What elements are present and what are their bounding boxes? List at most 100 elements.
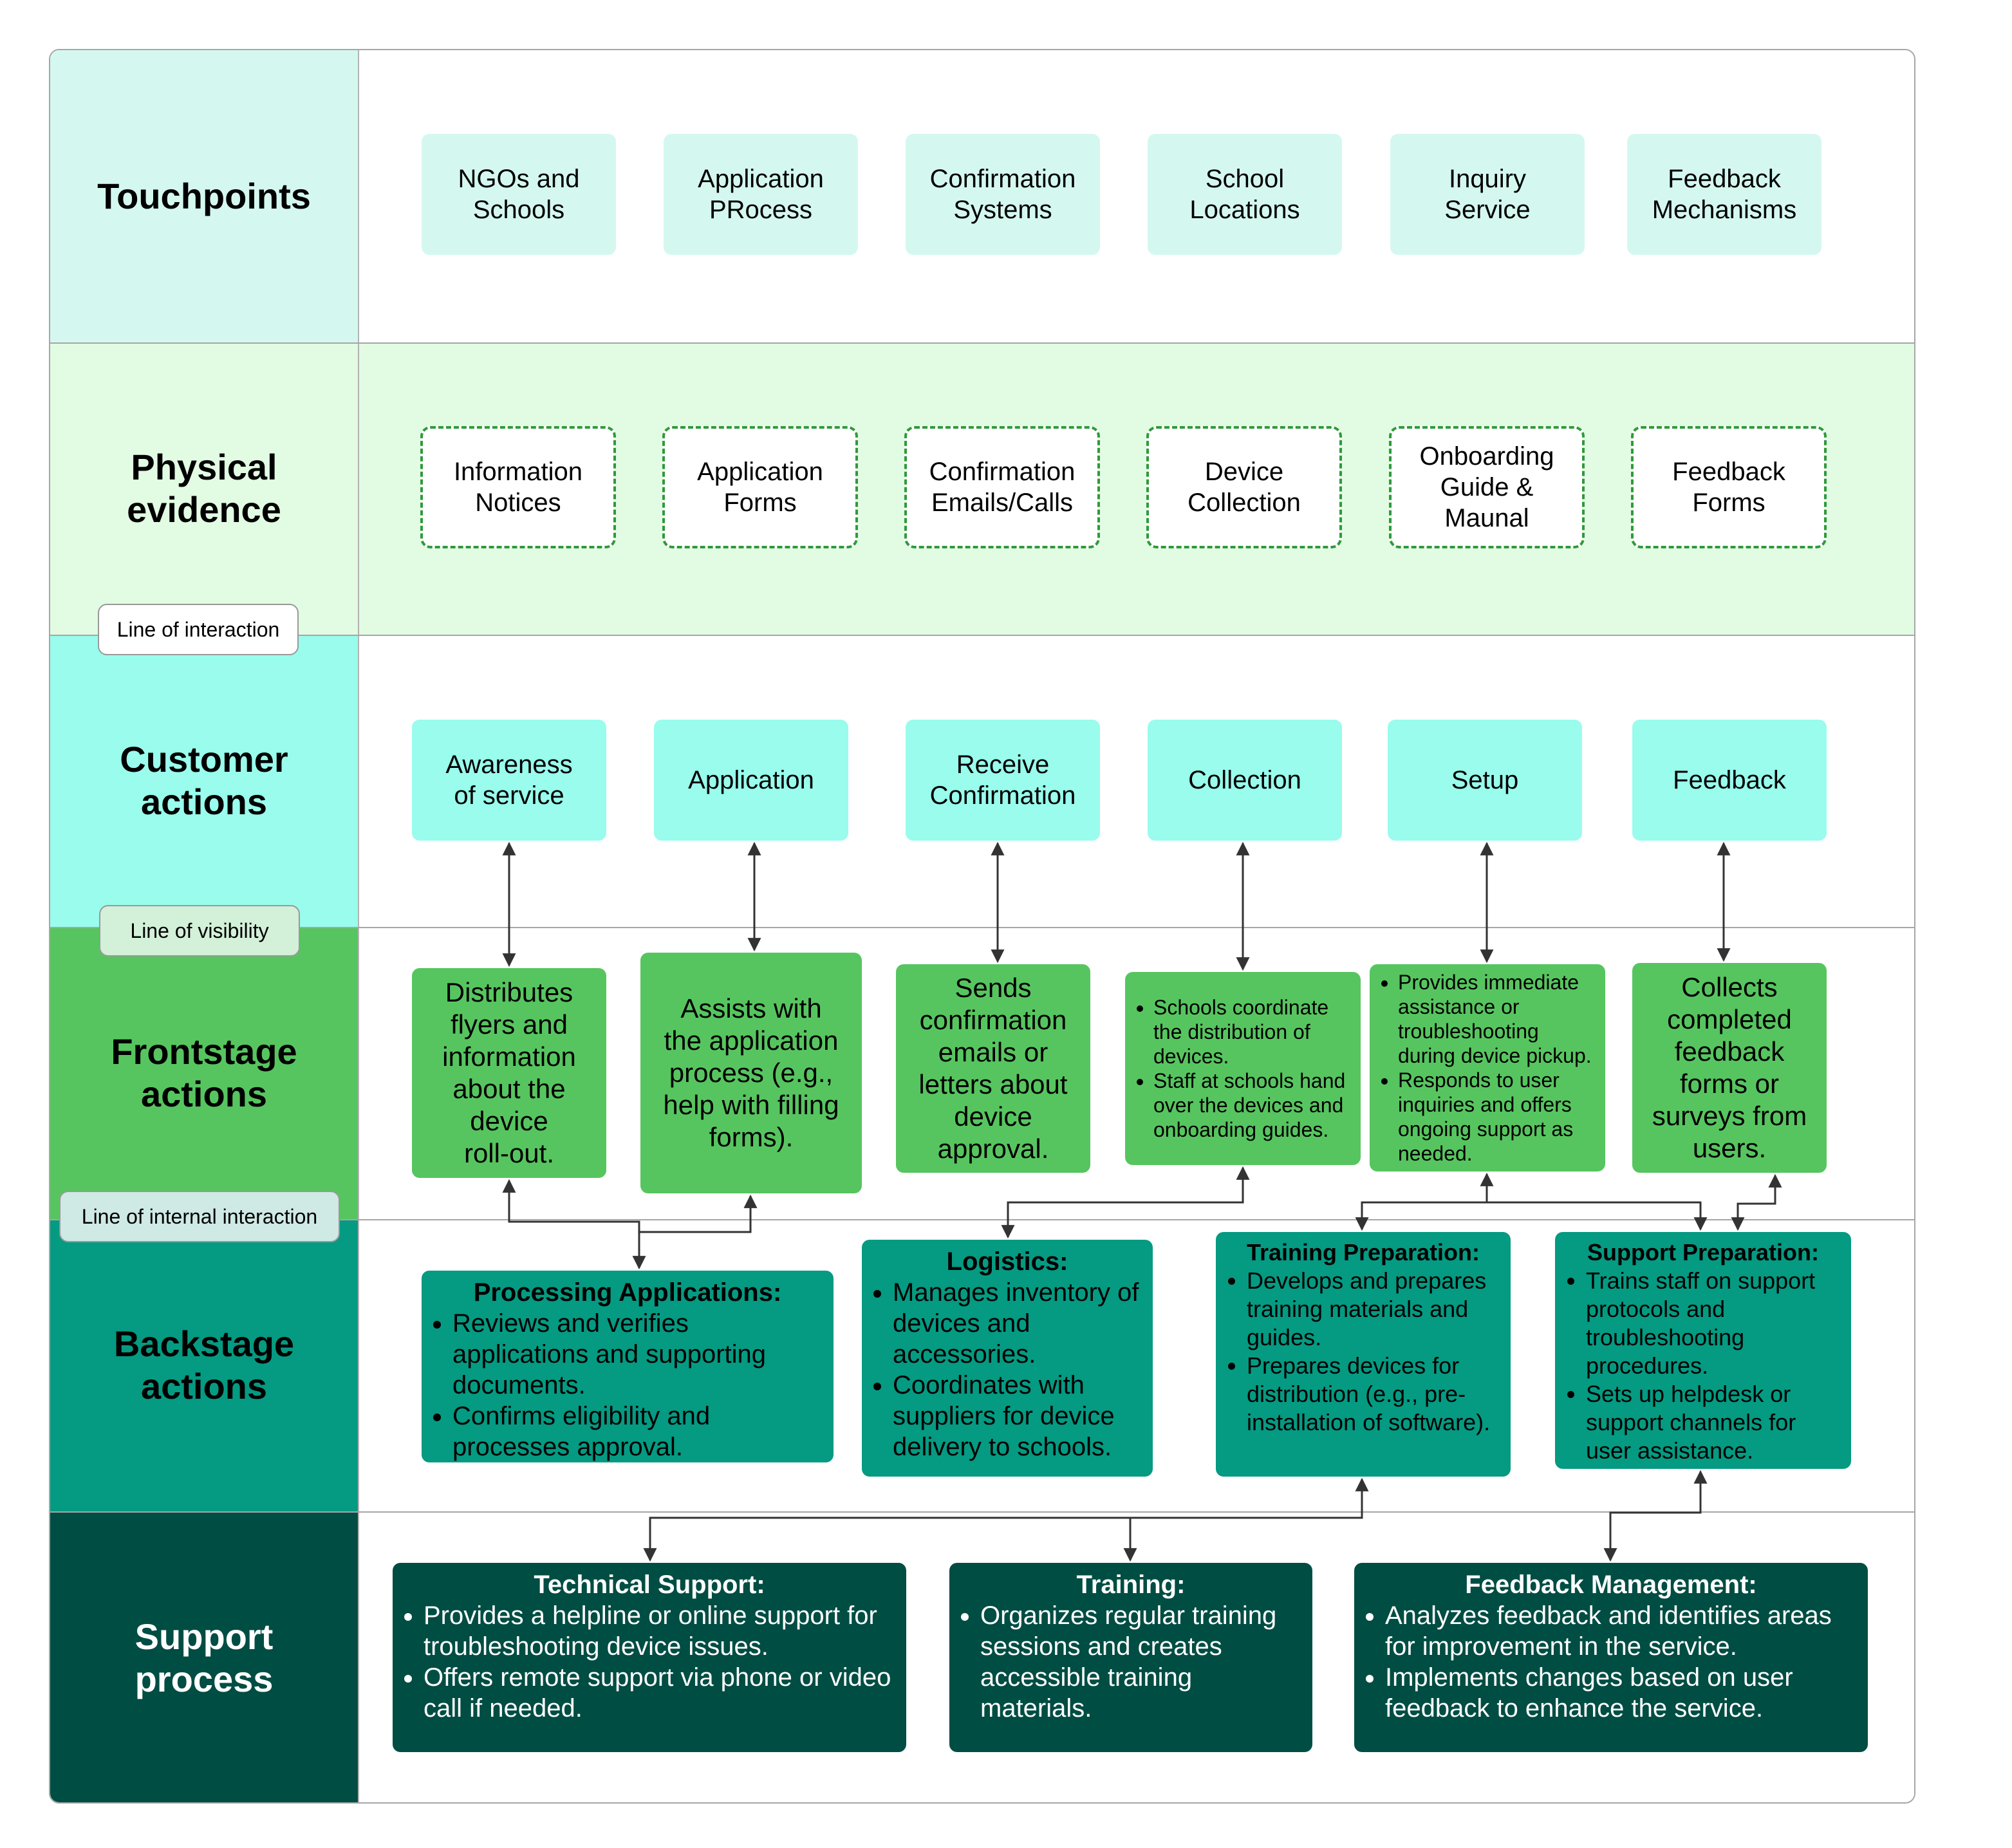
frontstage-list: Provides immediate assistance or trouble… [1380, 970, 1595, 1166]
list-item: Staff at schools hand over the devices a… [1153, 1069, 1350, 1142]
touchpoint-school-locations: School Locations [1148, 134, 1342, 255]
lane-title-touchpoints: Touchpoints [97, 176, 311, 216]
list-item: Organizes regular training sessions and … [980, 1600, 1299, 1724]
support-feedback-management: Feedback Management: Analyzes feedback a… [1354, 1563, 1868, 1752]
lane-title-backstage-actions: Backstage actions [113, 1323, 295, 1406]
frontstage-text: Assists with the application process (e.… [663, 993, 839, 1152]
backstage-training-preparation: Training Preparation: Develops and prepa… [1216, 1232, 1511, 1477]
backstage-support-preparation: Support Preparation: Trains staff on sup… [1555, 1232, 1851, 1469]
lane-divider [50, 1511, 1914, 1513]
frontstage-schools-coordinate: Schools coordinate the distribution of d… [1125, 972, 1361, 1165]
support-training: Training: Organizes regular training ses… [949, 1563, 1312, 1752]
support-technical: Technical Support: Provides a helpline o… [393, 1563, 906, 1752]
customer-action-collection: Collection [1148, 720, 1342, 841]
list-item: Implements changes based on user feedbac… [1385, 1662, 1855, 1724]
customer-action-label: Setup [1451, 766, 1519, 794]
customer-action-receive-confirmation: Receive Confirmation [906, 720, 1100, 841]
list-item: Offers remote support via phone or video… [424, 1662, 893, 1724]
list-item: Responds to user inquiries and offers on… [1398, 1068, 1595, 1166]
lane-physical-evidence: Physical evidence [50, 342, 1914, 635]
lane-title-support-process: Support process [135, 1616, 274, 1699]
touchpoint-label: NGOs and Schools [458, 165, 580, 224]
list-item: Analyzes feedback and identifies areas f… [1385, 1600, 1855, 1662]
evidence-label: Confirmation Emails/Calls [929, 458, 1076, 517]
lane-divider [50, 635, 1914, 636]
evidence-label: Device Collection [1188, 458, 1301, 517]
list-item: Provides a helpline or online support fo… [424, 1600, 893, 1662]
lane-header-customer-actions: Customer actions [50, 635, 359, 927]
evidence-label: Application Forms [697, 458, 823, 517]
box-list: Manages inventory of devices and accesso… [875, 1277, 1140, 1462]
backstage-logistics: Logistics: Manages inventory of devices … [862, 1240, 1153, 1477]
customer-action-label: Collection [1188, 766, 1301, 794]
box-title: Feedback Management: [1465, 1571, 1757, 1599]
lane-header-touchpoints: Touchpoints [50, 50, 359, 342]
frontstage-collects-feedback: Collects completed feedback forms or sur… [1632, 963, 1827, 1173]
frontstage-text: Collects completed feedback forms or sur… [1652, 972, 1807, 1163]
box-list: Provides a helpline or online support fo… [405, 1600, 893, 1724]
box-list: Analyzes feedback and identifies areas f… [1367, 1600, 1855, 1724]
evidence-confirmation-emails: Confirmation Emails/Calls [904, 426, 1100, 548]
lane-touchpoints: Touchpoints [50, 50, 1914, 342]
touchpoint-feedback-mechanisms: Feedback Mechanisms [1627, 134, 1821, 255]
customer-action-feedback: Feedback [1632, 720, 1827, 841]
customer-action-setup: Setup [1388, 720, 1582, 841]
touchpoint-confirmation-systems: Confirmation Systems [906, 134, 1100, 255]
touchpoint-label: Application PRocess [698, 165, 824, 224]
lane-divider [50, 1219, 1914, 1220]
backstage-processing-applications: Processing Applications: Reviews and ver… [422, 1271, 834, 1462]
box-title: Logistics: [946, 1247, 1068, 1276]
lane-header-physical-evidence: Physical evidence [50, 342, 359, 635]
evidence-application-forms: Application Forms [662, 426, 858, 548]
line-of-visibility-label: Line of visibility [99, 905, 300, 957]
customer-action-awareness: Awareness of service [412, 720, 606, 841]
list-item: Reviews and verifies applications and su… [452, 1308, 821, 1401]
lane-title-customer-actions: Customer actions [120, 739, 288, 822]
touchpoint-inquiry-service: Inquiry Service [1390, 134, 1585, 255]
line-of-internal-interaction-label: Line of internal interaction [59, 1191, 340, 1242]
lane-divider [50, 342, 1914, 344]
touchpoint-application-process: Application PRocess [664, 134, 858, 255]
list-item: Develops and prepares training materials… [1247, 1267, 1498, 1352]
evidence-label: Information Notices [453, 458, 583, 517]
frontstage-text: Sends confirmation emails or letters abo… [918, 973, 1068, 1164]
evidence-information-notices: Information Notices [420, 426, 616, 548]
evidence-onboarding-guide: Onboarding Guide & Maunal [1389, 426, 1585, 548]
lane-title-frontstage-actions: Frontstage actions [111, 1031, 297, 1114]
list-item: Prepares devices for distribution (e.g.,… [1247, 1352, 1498, 1437]
list-item: Trains staff on support protocols and tr… [1586, 1267, 1838, 1380]
box-list: Develops and prepares training materials… [1229, 1267, 1498, 1437]
lane-header-frontstage-actions: Frontstage actions [50, 927, 359, 1219]
evidence-device-collection: Device Collection [1146, 426, 1342, 548]
customer-action-application: Application [654, 720, 848, 841]
frontstage-list: Schools coordinate the distribution of d… [1135, 995, 1350, 1142]
lane-header-support-process: Support process [50, 1511, 359, 1802]
touchpoint-label: School Locations [1189, 165, 1300, 224]
touchpoint-label: Inquiry Service [1444, 165, 1531, 224]
list-item: Provides immediate assistance or trouble… [1398, 970, 1595, 1068]
customer-action-label: Application [688, 766, 814, 794]
lane-divider [50, 927, 1914, 928]
list-item: Manages inventory of devices and accesso… [893, 1277, 1140, 1370]
box-list: Trains staff on support protocols and tr… [1568, 1267, 1838, 1465]
touchpoint-label: Confirmation Systems [929, 165, 1076, 224]
lane-title-physical-evidence: Physical evidence [127, 447, 281, 530]
customer-action-label: Awareness of service [445, 751, 573, 810]
evidence-label: Onboarding Guide & Maunal [1419, 442, 1554, 532]
box-list: Reviews and verifies applications and su… [434, 1308, 821, 1462]
customer-action-label: Feedback [1673, 766, 1786, 794]
evidence-feedback-forms: Feedback Forms [1631, 426, 1827, 548]
customer-action-label: Receive Confirmation [929, 751, 1076, 810]
blueprint-frame: Touchpoints Physical evidence Customer a… [49, 49, 1915, 1804]
frontstage-sends: Sends confirmation emails or letters abo… [896, 964, 1090, 1173]
frontstage-assists: Assists with the application process (e.… [640, 953, 862, 1193]
line-of-interaction-label: Line of interaction [98, 604, 299, 655]
touchpoint-ngos-schools: NGOs and Schools [422, 134, 616, 255]
touchpoint-label: Feedback Mechanisms [1652, 165, 1797, 224]
lane-header-backstage-actions: Backstage actions [50, 1219, 359, 1511]
list-item: Sets up helpdesk or support channels for… [1586, 1380, 1838, 1465]
box-title: Technical Support: [534, 1571, 765, 1599]
box-title: Processing Applications: [473, 1278, 782, 1307]
list-item: Schools coordinate the distribution of d… [1153, 995, 1350, 1069]
list-item: Coordinates with suppliers for device de… [893, 1370, 1140, 1462]
